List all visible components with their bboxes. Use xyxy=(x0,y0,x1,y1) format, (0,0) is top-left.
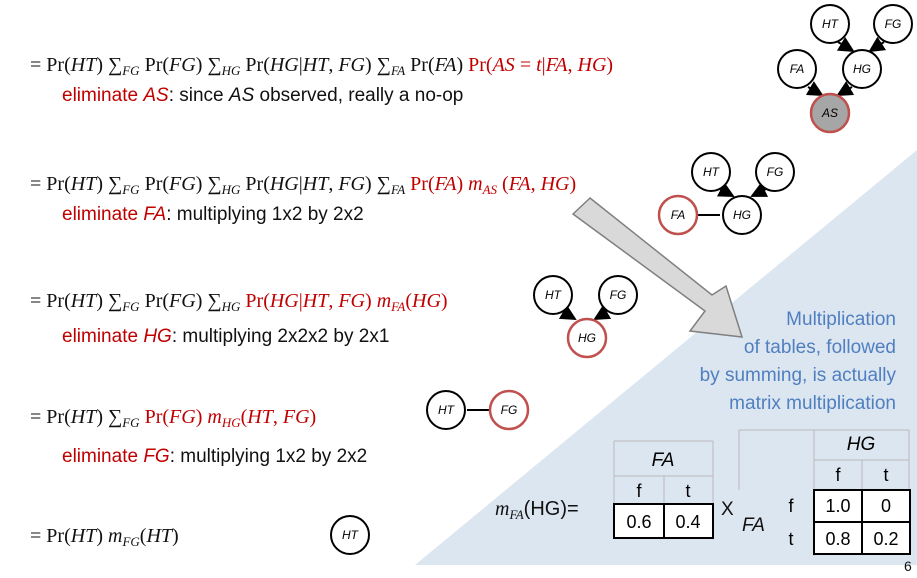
matrix-lhs: mFA(HG)= xyxy=(495,498,579,522)
node-label: HT xyxy=(545,288,563,302)
vector-col-f: f xyxy=(636,481,642,501)
times-symbol: X xyxy=(721,499,734,520)
equation-2: = Pr(HT) ∑FG Pr(FG) ∑HG Pr(HG|HT, FG) ∑F… xyxy=(30,173,577,197)
graph-4 xyxy=(426,389,530,431)
equation-1: = Pr(HT) ∑FG Pr(FG) ∑HG Pr(HG|HT, FG) ∑F… xyxy=(30,54,614,78)
node-label: HT xyxy=(822,17,840,31)
matrix-value: 0.2 xyxy=(873,529,898,549)
node-label: FA xyxy=(790,62,804,76)
vector-header: FA xyxy=(652,450,675,471)
node-label: HG xyxy=(733,208,751,222)
node-label: HT xyxy=(703,165,721,179)
node-label: FA xyxy=(671,208,685,222)
node-label: FG xyxy=(501,403,518,417)
matrix-col-header: HG xyxy=(847,434,876,455)
matrix-col-t: t xyxy=(883,465,888,485)
step-note-2: eliminate FA: multiplying 1x2 by 2x2 xyxy=(62,204,364,225)
vector-col-t: t xyxy=(685,481,690,501)
matrix-row-t: t xyxy=(788,529,793,549)
vector-value: 0.6 xyxy=(626,512,651,532)
slide-number: 6 xyxy=(904,558,912,574)
node-label: HG xyxy=(578,331,596,345)
node-label: HT xyxy=(438,403,456,417)
matrix-value: 1.0 xyxy=(825,496,850,516)
graph-1 xyxy=(777,4,913,134)
node-label: HT xyxy=(342,528,360,542)
equation-3: = Pr(HT) ∑FG Pr(FG) ∑HG Pr(HG|HT, FG) mF… xyxy=(30,290,448,314)
vector-value: 0.4 xyxy=(675,512,700,532)
step-note-4: eliminate FG: multiplying 1x2 by 2x2 xyxy=(62,446,368,467)
matrix-value: 0 xyxy=(881,496,891,516)
node-label: FG xyxy=(610,288,627,302)
equation-5: = Pr(HT) mFG(HT) xyxy=(30,525,179,549)
matrix-table: HG f t f t 1.0 0 0.8 0.2 xyxy=(738,429,911,556)
graph-5 xyxy=(330,515,370,555)
graph-2 xyxy=(657,152,795,236)
step-note-3: eliminate HG: multiplying 2x2x2 by 2x1 xyxy=(62,326,390,347)
graph-3 xyxy=(533,275,638,359)
node-label: FG xyxy=(885,17,902,31)
matrix-row-var: FA xyxy=(742,515,765,536)
matrix-value: 0.8 xyxy=(825,529,850,549)
matrix-row-f: f xyxy=(788,496,794,516)
node-label: HG xyxy=(853,62,871,76)
step-note-1: eliminate AS: since AS observed, really … xyxy=(62,85,464,106)
equation-4: = Pr(HT) ∑FG Pr(FG) mHG(HT, FG) xyxy=(30,406,317,430)
vector-table: FA f t 0.6 0.4 xyxy=(613,440,714,539)
callout-text: Multiplication of tables, followed by su… xyxy=(699,309,896,414)
node-label: AS xyxy=(821,106,838,120)
node-label: FG xyxy=(767,165,784,179)
matrix-col-f: f xyxy=(835,465,841,485)
